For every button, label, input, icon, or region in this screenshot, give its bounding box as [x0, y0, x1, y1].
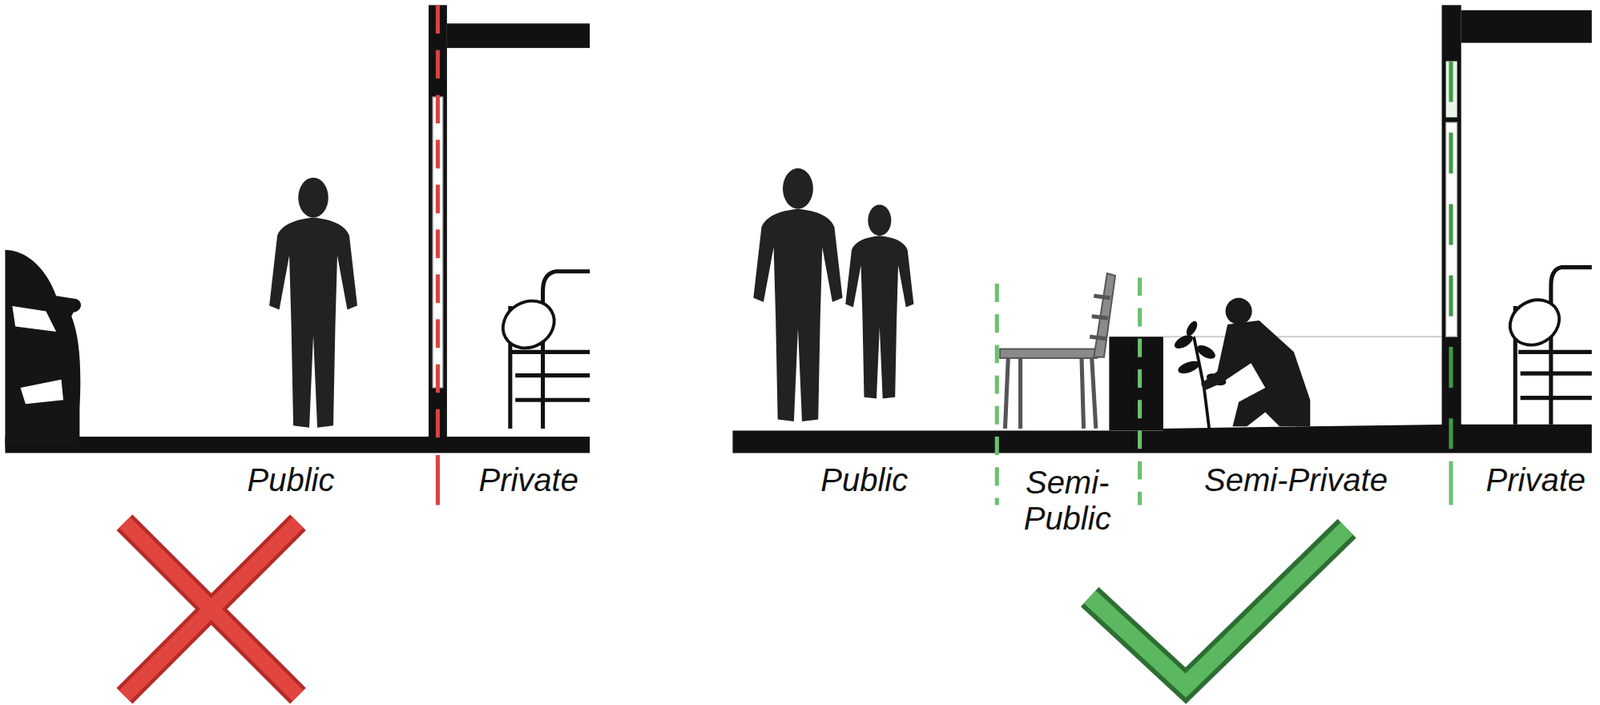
hard-boundary-line	[435, 4, 440, 449]
zone-label: Public	[246, 461, 335, 498]
cross-stroke	[124, 522, 298, 696]
pedestrian-silhouette	[269, 177, 358, 428]
soft-boundary-line	[1137, 277, 1142, 505]
cross-stroke	[124, 522, 298, 696]
bench-legs	[1004, 358, 1096, 429]
sofa-back	[1551, 267, 1592, 425]
soft-boundary-tick	[1448, 461, 1453, 506]
bench	[999, 273, 1116, 429]
pedestrian-silhouette	[845, 205, 914, 399]
wrong-mark	[124, 522, 298, 696]
bench-seat	[999, 349, 1097, 359]
zone-label: Semi-Private	[1204, 461, 1388, 498]
cross-stroke	[124, 522, 298, 696]
plant-leaf	[1172, 332, 1195, 352]
zone-label: Private	[478, 461, 579, 498]
check-stroke	[1089, 528, 1347, 686]
cross-stroke	[124, 522, 298, 696]
gardener-head	[1225, 298, 1253, 325]
sofa-outline	[1501, 267, 1592, 425]
right-mark	[1089, 528, 1347, 686]
low-fence-line	[1163, 335, 1443, 338]
check-stroke	[1089, 528, 1347, 686]
hard-boundary-tick	[435, 455, 440, 505]
building-wall	[1442, 4, 1462, 452]
pedestrian-silhouette	[753, 168, 843, 422]
ceiling-slab	[447, 23, 590, 49]
sofa-pillow	[1501, 290, 1568, 354]
soft-boundary-line	[995, 283, 1000, 505]
gardener-silhouette	[1201, 298, 1310, 427]
sofa-outline	[494, 271, 590, 429]
building-wall	[428, 4, 448, 452]
plant-leaf	[1176, 358, 1202, 377]
zone-label: Public	[820, 461, 908, 498]
ceiling-slab	[1461, 10, 1592, 44]
sofa-cushions	[1518, 351, 1592, 398]
car-details	[12, 306, 64, 404]
sidewalk-ground	[4, 436, 590, 453]
plant-leaf	[1184, 319, 1200, 339]
zone-label: Private	[1486, 461, 1587, 498]
sofa-pillow	[494, 291, 563, 358]
bench-slats	[1089, 295, 1110, 339]
zone-label: Semi- Public	[1006, 465, 1129, 538]
planter-box	[1108, 336, 1163, 431]
plant-leaf	[1194, 342, 1218, 362]
car-silhouette	[4, 249, 81, 448]
soft-boundary-line	[1448, 60, 1453, 449]
gardener-body	[1201, 320, 1310, 427]
sofa-cushions	[510, 351, 590, 400]
